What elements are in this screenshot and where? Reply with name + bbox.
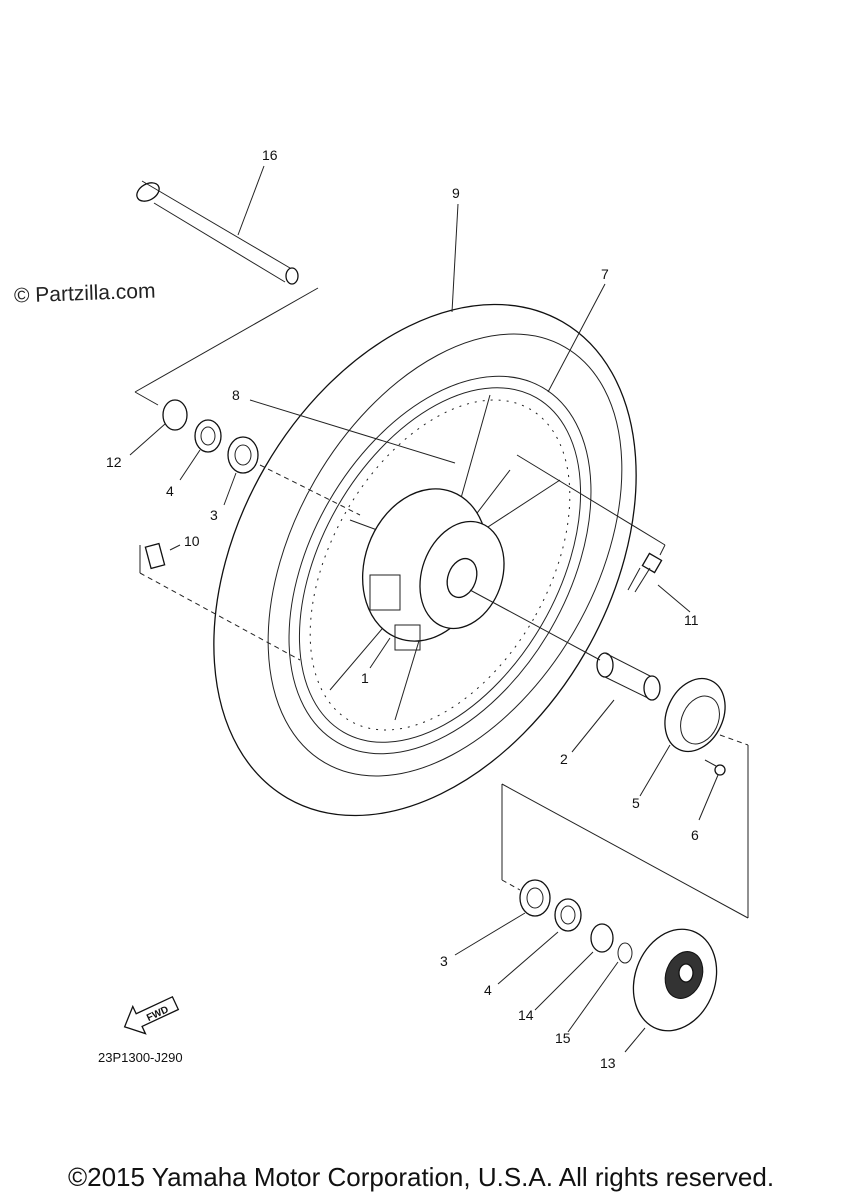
collar-14 [590,923,614,953]
callout-6: 6 [691,827,699,843]
balance-weight-10 [144,542,166,570]
collar-12 [162,399,188,431]
circlip-15 [617,942,633,964]
callout-7: 7 [601,266,609,282]
oil-seal-4-lower [554,898,582,932]
gear-unit-13 [632,928,718,1032]
callout-3-lower: 3 [440,953,448,969]
spacer-2 [596,652,661,701]
callout-14: 14 [518,1007,534,1023]
callout-9: 9 [452,185,460,201]
bolt-6 [704,759,726,776]
callout-2: 2 [560,751,568,767]
fwd-arrow-icon: FWD [123,995,180,1035]
callout-10: 10 [184,533,200,549]
callout-4-lower: 4 [484,982,492,998]
hub [361,488,505,651]
copyright-text: ©2015 Yamaha Motor Corporation, U.S.A. A… [67,1162,775,1192]
valve-11 [627,552,663,593]
oil-seal-4-upper [194,419,222,453]
callout-1: 1 [361,670,369,686]
callout-11: 11 [684,612,699,628]
diagram-code: 23P1300-J290 [98,1050,183,1065]
callout-labels: 16 9 7 8 12 4 3 10 11 1 2 5 6 3 4 14 15 … [106,147,699,1071]
callout-4-upper: 4 [166,483,174,499]
callout-16: 16 [262,147,278,163]
disc-5 [664,677,726,753]
bearing-3-upper [227,436,259,474]
callout-8: 8 [232,387,240,403]
axle [136,180,299,285]
callout-12: 12 [106,454,122,470]
leader-lines [129,165,749,1053]
callout-3-upper: 3 [210,507,218,523]
rim [288,375,592,755]
bearing-3-lower [519,879,551,917]
callout-5: 5 [632,795,640,811]
callout-13: 13 [600,1055,616,1071]
callout-15: 15 [555,1030,571,1046]
